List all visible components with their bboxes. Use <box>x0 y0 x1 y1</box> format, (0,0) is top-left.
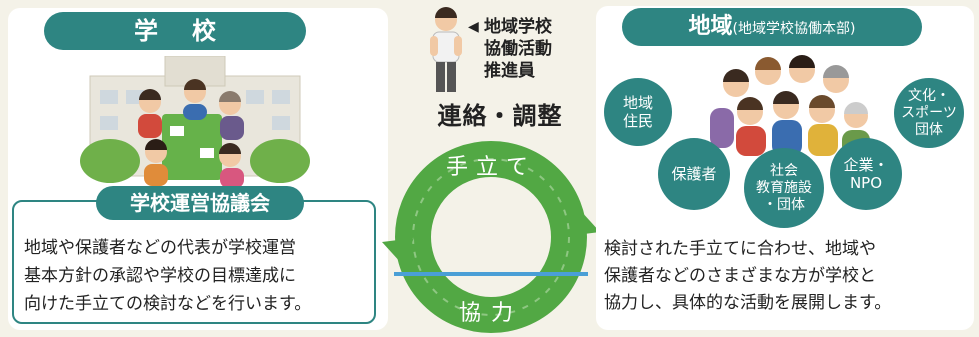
school-title: 学校 <box>44 12 306 50</box>
cycle-top-label: 手立て <box>446 155 536 180</box>
coordinator-label-line: 協働活動 <box>484 39 552 59</box>
member-label: 保護者 <box>671 165 717 183</box>
community-crowd-illustration <box>710 55 870 156</box>
region-desc-line: 検討された手立てに合わせ、地域や <box>604 239 876 259</box>
coordinator-label-line: 地域学校 <box>484 17 552 37</box>
coordinator-label-line: 推進員 <box>484 61 535 81</box>
region-desc-line: 協力し、具体的な活動を展開します。 <box>604 293 892 313</box>
region-title: 地域(地域学校協働本部) <box>622 8 922 46</box>
coordinator-person-icon <box>430 7 462 92</box>
member-label: 社会 教育施設 ・団体 <box>756 162 812 213</box>
council-desc-line: 地域や保護者などの代表が学校運営 <box>24 238 296 258</box>
region-description: 検討された手立てに合わせ、地域や 保護者などのさまざまな方が学校と 協力し、具体… <box>604 236 972 317</box>
member-company-npo: 企業・ NPO <box>830 138 902 210</box>
liaison-label: 連絡・調整 <box>437 102 563 130</box>
region-title-main: 地域 <box>688 14 733 39</box>
coordinator-label: ◀ 地域学校 協働活動 推進員 <box>468 16 590 82</box>
cycle-stripe <box>394 272 588 276</box>
member-culture-sports: 文化・ スポーツ 団体 <box>894 78 964 148</box>
pointer-arrow-icon: ◀ <box>468 19 479 35</box>
member-label: 文化・ スポーツ 団体 <box>901 87 957 138</box>
council-title: 学校運営協議会 <box>96 186 304 220</box>
member-label: 地域 住民 <box>622 94 653 130</box>
cycle-arrow-left-icon <box>382 238 414 264</box>
member-label: 企業・ NPO <box>843 156 889 192</box>
member-social-education: 社会 教育施設 ・団体 <box>744 148 824 228</box>
cycle-arrow-right-icon <box>568 210 600 236</box>
member-guardians: 保護者 <box>658 138 730 210</box>
member-local-residents: 地域 住民 <box>604 78 672 146</box>
cycle-bottom-label: 協力 <box>459 301 523 326</box>
cycle-diagram: 手立て 協力 <box>382 141 600 333</box>
school-meeting-illustration <box>80 56 310 188</box>
region-title-sub: (地域学校協働本部) <box>732 21 856 37</box>
council-desc-line: 向けた手立ての検討などを行います。 <box>24 294 312 314</box>
region-desc-line: 保護者などのさまざまな方が学校と <box>604 266 876 286</box>
council-desc-line: 基本方針の承認や学校の目標達成に <box>24 266 296 286</box>
